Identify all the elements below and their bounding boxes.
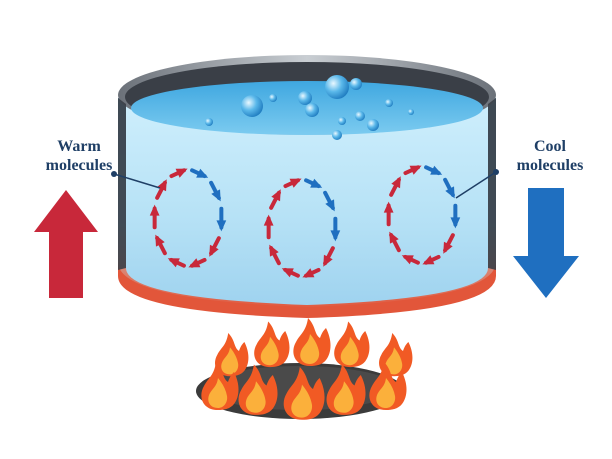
- warm-label-line-2: molecules: [24, 156, 134, 175]
- warm-label-line-1: Warm: [24, 137, 134, 156]
- bubble-icon: [332, 130, 342, 140]
- flame-icon: [254, 322, 289, 368]
- warm-up-arrow-icon: [34, 190, 98, 298]
- cool-label-line-2: molecules: [500, 156, 600, 175]
- flame-icon: [293, 318, 330, 366]
- bubble-icon: [355, 111, 365, 121]
- bubble-icon: [350, 78, 362, 90]
- bubble-icon: [305, 103, 319, 117]
- bubble-icon: [385, 99, 393, 107]
- bubble-icon: [367, 119, 379, 131]
- bubble-icon: [325, 75, 349, 99]
- bubble-icon: [241, 95, 263, 117]
- flame-icon: [334, 322, 369, 368]
- bubble-icon: [205, 118, 213, 126]
- bubble-icon: [338, 117, 346, 125]
- bubble-icon: [269, 94, 277, 102]
- warm-molecules-label: Warm molecules: [24, 137, 134, 175]
- cool-molecules-label: Cool molecules: [500, 137, 600, 175]
- cool-label-line-1: Cool: [500, 137, 600, 156]
- bubble-icon: [408, 109, 414, 115]
- cool-down-arrow-icon: [513, 188, 579, 298]
- bubble-icon: [298, 91, 312, 105]
